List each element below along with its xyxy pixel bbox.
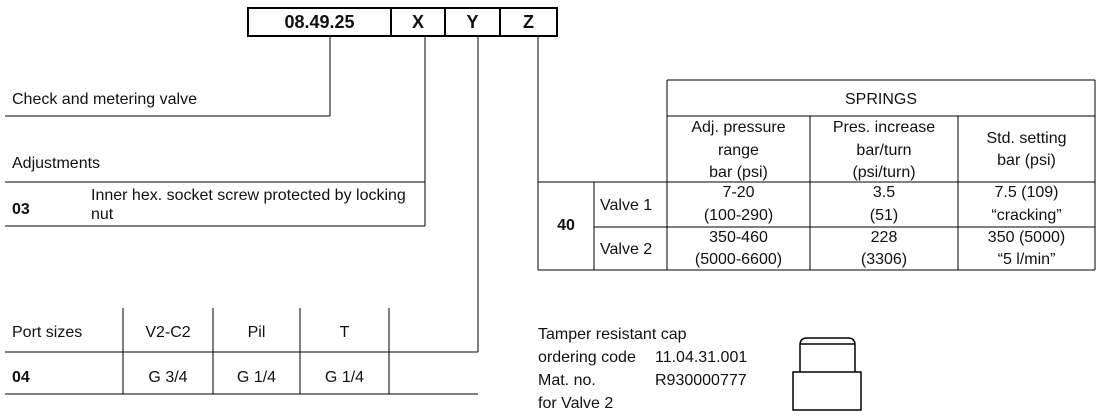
springs-header-adj-2: range — [718, 142, 759, 159]
springs-header-pres-3: (psi/turn) — [852, 164, 916, 181]
springs-row1-std-a: 7.5 (109) — [994, 184, 1059, 201]
springs-header-std-2: bar (psi) — [997, 152, 1056, 169]
ports-code: 04 — [12, 369, 30, 386]
springs-row1-pres-b: (51) — [869, 207, 899, 224]
springs-row2-adj-a: 350-460 — [709, 229, 768, 246]
springs-row2-pres-b: (3306) — [860, 251, 908, 268]
springs-row2-pres-a: 228 — [870, 229, 898, 246]
springs-header-std-1: Std. setting — [986, 130, 1067, 147]
cap-line2-label: ordering code — [538, 349, 636, 366]
springs-row1-pres-a: 3.5 — [872, 184, 896, 201]
springs-row2-std-a: 350 (5000) — [987, 229, 1066, 246]
springs-row1-std-b: “cracking” — [991, 207, 1062, 224]
ports-col-t: T — [339, 324, 350, 341]
cap-line1: Tamper resistant cap — [538, 326, 687, 343]
springs-header-adj-1: Adj. pressure — [691, 119, 786, 136]
springs-row1-label: Valve 1 — [600, 197, 653, 214]
springs-row2-label: Valve 2 — [600, 241, 653, 258]
ports-val-t: G 1/4 — [324, 369, 365, 386]
springs-title: SPRINGS — [844, 91, 917, 108]
ports-heading: Port sizes — [12, 324, 83, 341]
springs-row2-adj-b: (5000-6600) — [694, 251, 783, 268]
cap-line3-label: Mat. no. — [538, 372, 596, 389]
ports-col-v2c2: V2-C2 — [145, 324, 191, 341]
ports-col-pil: Pil — [247, 324, 266, 341]
springs-row1-adj-a: 7-20 — [722, 184, 755, 201]
springs-row1-adj-b: (100-290) — [703, 207, 774, 224]
ports-val-v2c2: G 3/4 — [148, 369, 188, 386]
springs-header-adj-3: bar (psi) — [709, 164, 768, 181]
springs-code: 40 — [557, 217, 575, 234]
cap-line4: for Valve 2 — [538, 395, 614, 412]
check-valve-label: Check and metering valve — [12, 91, 197, 108]
springs-header-pres-2: bar/turn — [856, 142, 912, 159]
adjustments-description: Inner hex. socket screw protected by loc… — [91, 187, 406, 223]
adjustments-heading: Adjustments — [12, 155, 101, 172]
cap-line3-value: R930000777 — [655, 372, 747, 389]
ports-val-pil: G 1/4 — [236, 369, 277, 386]
code-z-box: Z — [499, 7, 558, 37]
adjustments-code: 03 — [12, 201, 30, 218]
cap-line2-value: 11.04.31.001 — [655, 349, 748, 366]
springs-header-pres-1: Pres. increase — [832, 119, 936, 136]
springs-row2-std-b: “5 l/min” — [997, 251, 1056, 268]
